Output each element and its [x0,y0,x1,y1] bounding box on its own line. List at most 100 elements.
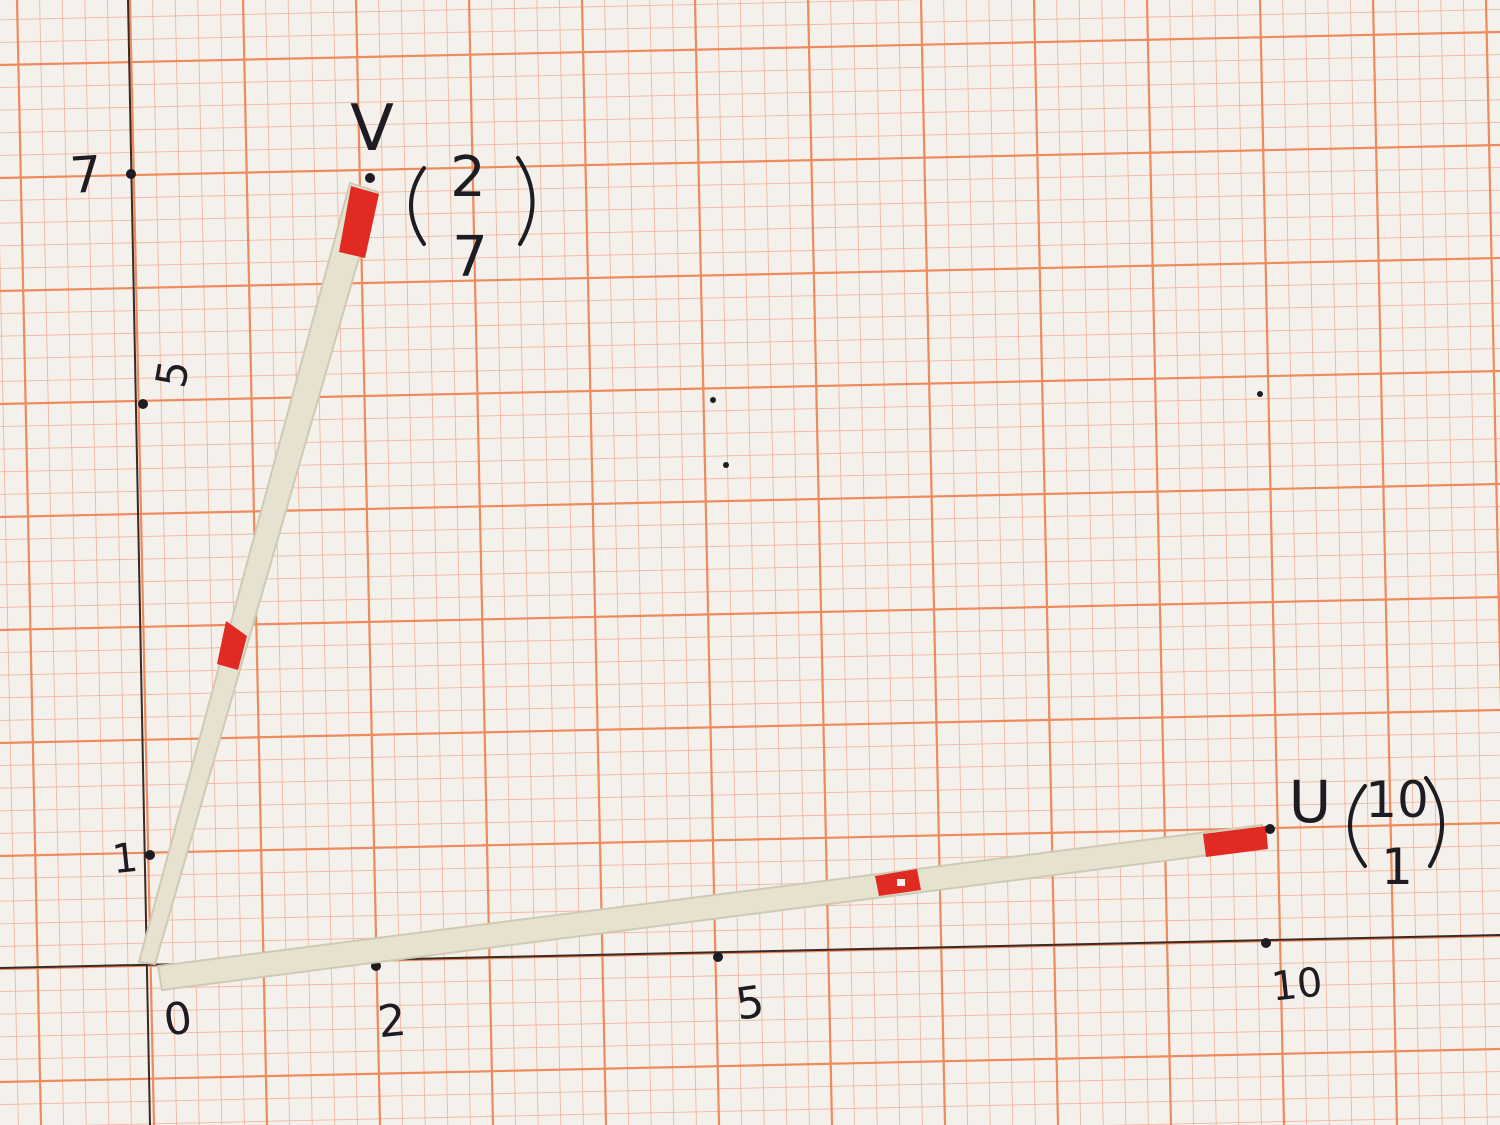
vector-u-y-component: 1 [1381,838,1413,896]
minor-grid-line [152,0,178,1125]
vector-u-name: U [1289,768,1331,836]
minor-grid-line [0,54,1500,89]
minor-grid-line [897,0,923,1125]
minor-grid-line [1282,0,1308,1125]
minor-grid-line [39,0,65,1125]
minor-grid-line [717,0,743,1125]
minor-grid-line [0,1003,1500,1038]
minor-grid-line [0,460,1500,495]
minor-grid-line [0,619,1500,654]
minor-grid-line [0,799,1500,834]
minor-grid-line [1462,0,1488,1125]
minor-grid-line [1078,0,1104,1125]
vector-v-left-bracket [409,166,426,246]
y-tick-dot-5 [138,399,148,409]
y-tick-dot-7 [126,169,136,179]
major-grid-line [1484,0,1500,708]
minor-grid-line [0,958,1500,993]
minor-grid-line [0,912,1500,947]
major-grid-line [580,0,608,1125]
minor-grid-line [0,121,1500,156]
minor-grid-line [0,867,1500,902]
minor-grid-line [1236,0,1262,1125]
major-grid-line [0,482,1500,519]
minor-grid-line [0,1071,1500,1106]
grid-point-dot [723,462,729,468]
grid-point-dot [710,397,716,403]
minor-grid-line [739,0,765,1125]
minor-grid-line [1056,0,1082,1125]
minor-grid-line [0,189,1500,224]
minor-grid-line [332,0,358,1125]
minor-grid-line [875,0,901,1125]
y-tick-label-7: 7 [68,145,104,205]
minor-grid-line [265,0,291,1125]
vector-v-name: V [350,92,394,166]
minor-grid-line [287,0,313,1125]
minor-grid-line [626,0,652,1125]
vector-u-left-bracket [1348,784,1367,868]
minor-grid-line [0,415,1500,450]
major-grid-line [0,708,1500,745]
vector-v-right-bracket [516,156,535,246]
x-tick-label-10: 10 [1269,959,1324,1010]
major-grid-line [1258,0,1286,1125]
minor-grid-line [1169,0,1195,1125]
minor-grid-line [0,0,921,21]
major-grid-line [693,0,721,1125]
minor-grid-line [84,0,110,1125]
vector-u-annotation: U 10 1 [1289,768,1444,896]
minor-grid-line [852,0,878,1125]
minor-grid-line [310,0,336,1125]
minor-grid-line [1191,0,1217,1125]
minor-grid-line [0,980,1500,1015]
major-grid-line [0,256,1500,293]
vector-u-tip-dot [1265,824,1275,834]
minor-grid-line [762,0,788,1125]
minor-grid-line [649,0,675,1125]
minor-grid-line [0,99,1500,134]
minor-grid-line [1106,1116,1500,1125]
minor-grid-line [0,754,1500,789]
major-grid-line [0,1047,1500,1084]
minor-grid-line [1101,0,1127,1125]
vector-v-red-tip [339,186,379,258]
minor-grid-line [965,0,991,1125]
minor-grid-line [1123,0,1149,1125]
minor-grid-line [558,0,584,1125]
minor-grid-line [0,732,1500,767]
vector-u-right-bracket [1424,776,1444,868]
major-grid-line [0,143,1500,180]
minor-grid-line [0,438,1500,473]
vector-u-mark-notch [897,879,905,886]
vector-v-tip-dot [365,173,375,183]
vector-v-red-mark [217,621,247,670]
minor-grid-line [784,0,810,1125]
major-grid-line [0,30,1500,67]
minor-grid-line [1214,0,1240,1125]
vector-u-matchstick [156,823,1275,992]
major-grid-line [1145,0,1173,1125]
x-tick-label-2: 2 [375,995,408,1049]
x-tick-dot-5 [713,952,723,962]
minor-grid-line [79,1093,1500,1125]
minor-grid-line [0,76,1500,111]
x-tick-dot-10 [1261,938,1271,948]
minor-grid-line [0,234,1500,269]
minor-grid-line [0,506,1500,541]
grid-point-dot [1257,391,1263,397]
major-grid-line [15,0,43,1125]
major-grid-line [0,369,1500,406]
vector-v-annotation: V 2 7 [350,92,535,290]
vector-u-red-tip [1203,826,1268,857]
vector-v-stick [137,181,380,966]
minor-grid-line [0,167,1500,202]
major-grid-line [919,0,947,1125]
minor-grid-line [1304,0,1330,1125]
minor-grid-line [0,8,1500,43]
minor-grid-line [219,0,245,1125]
major-grid-line [806,0,834,1125]
